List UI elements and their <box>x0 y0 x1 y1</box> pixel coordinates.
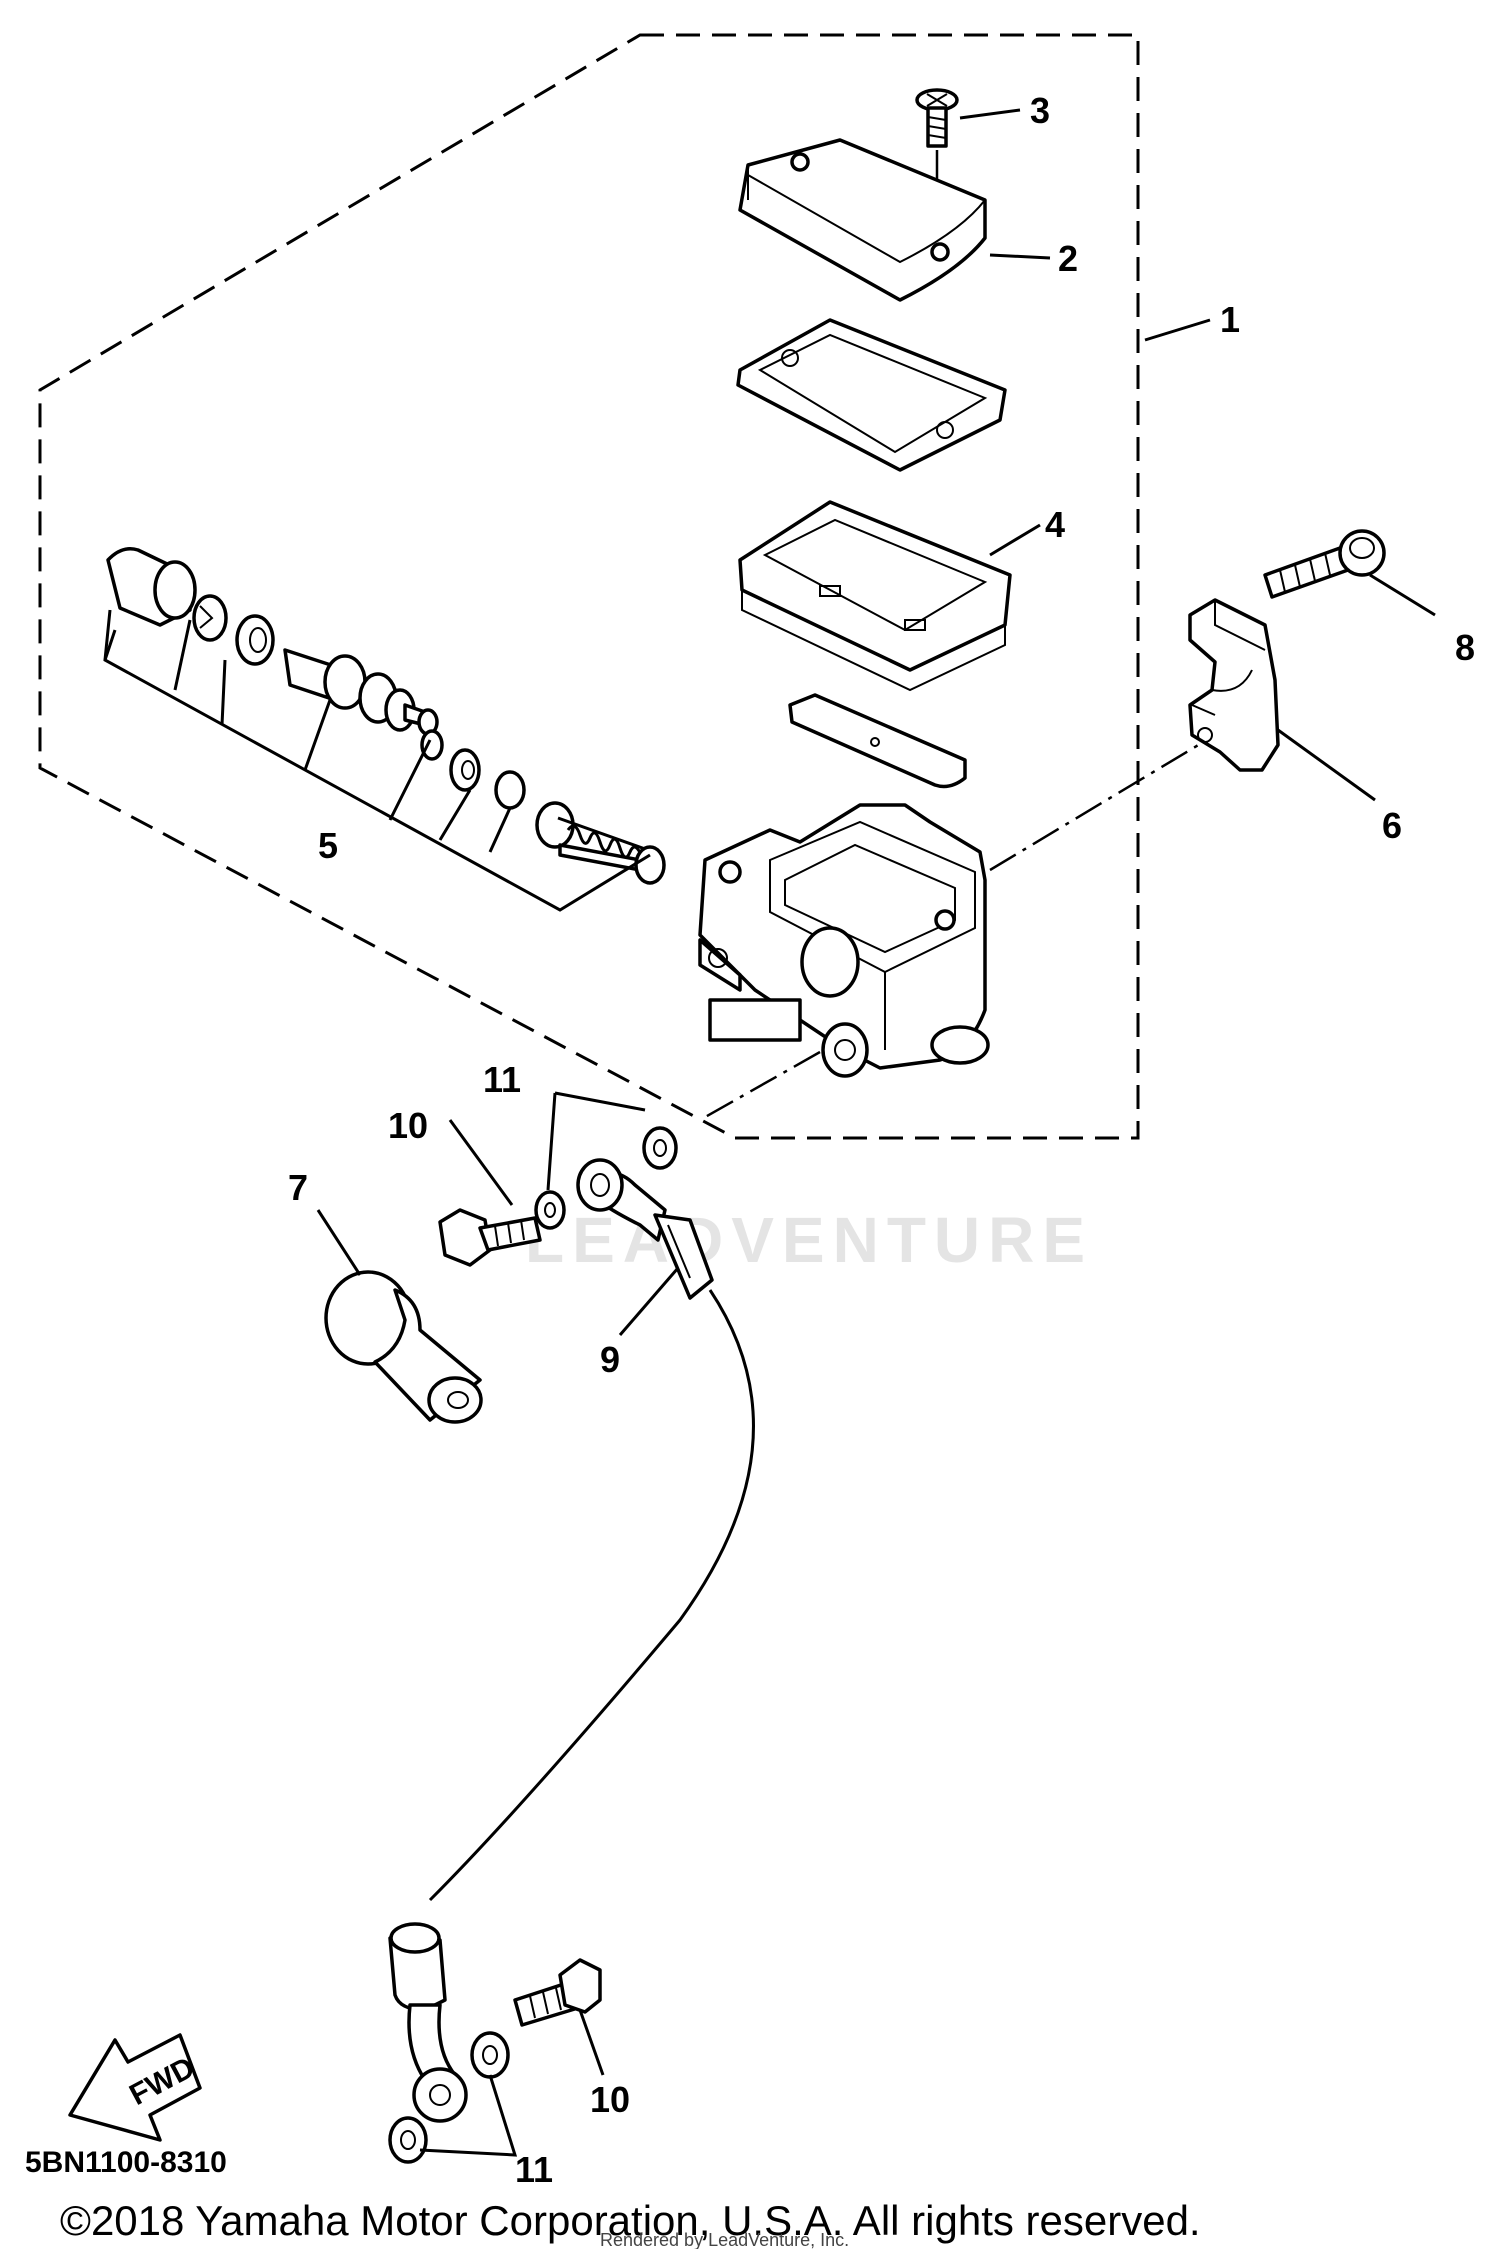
callout-10-lower: 10 <box>590 2079 630 2120</box>
drawing-code: 5BN1100-8310 <box>25 2146 227 2179</box>
master-cylinder-body <box>698 736 1211 1122</box>
watermark-text: LEADVENTURE <box>525 1204 1093 1276</box>
callout-6: 6 <box>1382 805 1402 846</box>
cap-screw <box>915 88 959 240</box>
banjo-connection-upper <box>428 1126 755 1902</box>
leader-lines-lower <box>316 1091 680 2157</box>
fwd-arrow-icon: FWD <box>68 2033 202 2142</box>
leader-lines <box>103 108 1436 912</box>
clamp-bolt <box>1263 529 1386 599</box>
diaphragm-gasket <box>738 500 1012 692</box>
assembly-boundary <box>38 33 1140 1140</box>
callout-11-upper: 11 <box>483 1059 521 1100</box>
reservoir-cap <box>738 138 987 302</box>
handlebar-clamp <box>1188 598 1280 772</box>
copyright-text: ©2018 Yamaha Motor Corporation, U.S.A. A… <box>60 2197 1201 2244</box>
callout-2: 2 <box>1058 238 1078 279</box>
banjo-connection-lower <box>388 1922 602 2164</box>
callout-1: 1 <box>1220 299 1240 340</box>
rubber-boot <box>324 1270 483 1424</box>
callout-8: 8 <box>1455 627 1475 668</box>
piston-assembly <box>106 547 666 885</box>
callout-3: 3 <box>1030 90 1050 131</box>
callout-7: 7 <box>288 1167 308 1208</box>
diaphragm-plate <box>736 318 1007 472</box>
callout-5: 5 <box>318 825 338 866</box>
callout-11-lower: 11 <box>515 2149 553 2190</box>
render-credit: Rendered by LeadVenture, Inc. <box>600 2230 849 2249</box>
callout-4: 4 <box>1045 504 1065 545</box>
union-bolt-upper <box>438 1208 542 1267</box>
callout-9: 9 <box>600 1339 620 1380</box>
float-plate <box>788 693 967 789</box>
callout-10-upper: 10 <box>388 1105 428 1146</box>
